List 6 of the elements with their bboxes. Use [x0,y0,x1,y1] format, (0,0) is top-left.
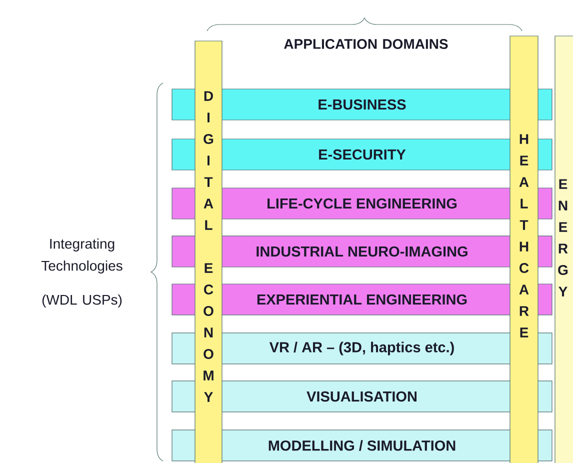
label-text: APPLICATION DOMAINS [284,39,448,49]
column-bar: DIGITAL ECONOMY [194,40,222,463]
label-text: (WDL USPs) [42,294,122,308]
column-bar: HEALTHCARE [510,36,538,463]
column-bar: ENERGY [554,36,573,463]
label-text: Integrating Technologies [41,238,122,274]
